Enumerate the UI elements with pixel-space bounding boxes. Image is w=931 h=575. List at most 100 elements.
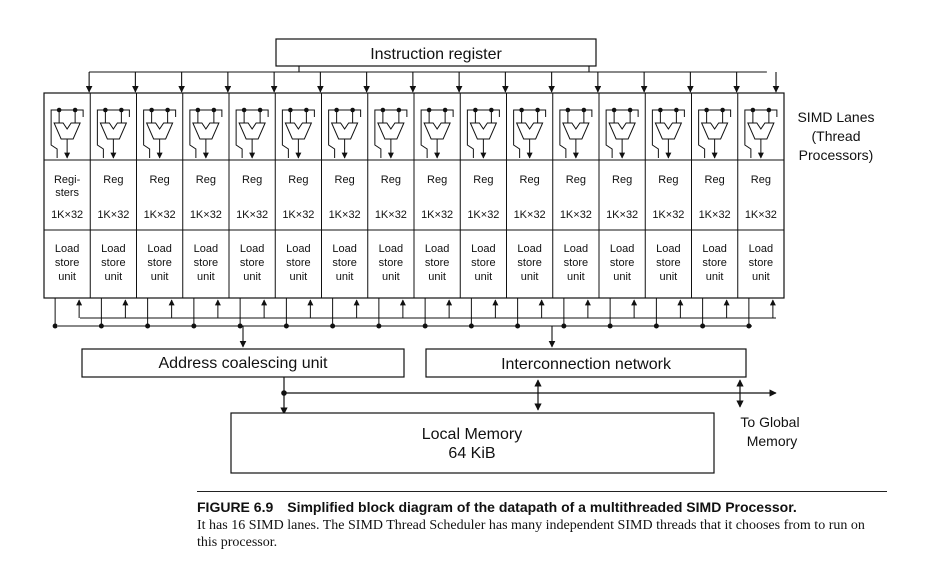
bus-junction-dot <box>376 323 382 329</box>
load-store-unit-label: Load <box>564 243 588 255</box>
load-store-unit-label: unit <box>336 271 354 283</box>
register-file-size: 1K×32 <box>329 209 361 221</box>
figure-title: Simplified block diagram of the datapath… <box>287 499 797 515</box>
load-store-unit-label: Load <box>656 243 680 255</box>
alu-feedback-path <box>466 109 500 117</box>
register-file-size: 1K×32 <box>236 209 268 221</box>
load-store-unit-label: Load <box>286 243 310 255</box>
alu-feedback-path <box>281 109 315 117</box>
alu-bypass-line <box>374 117 382 158</box>
register-file-label: Reg <box>473 174 493 186</box>
alu-bypass-line <box>143 117 151 158</box>
alu-icon <box>515 122 544 140</box>
register-file-size: 1K×32 <box>144 209 176 221</box>
alu-feedback-path <box>96 109 130 117</box>
figure-caption: FIGURE 6.9 Simplified block diagram of th… <box>197 491 887 551</box>
alu-feedback-path <box>698 109 732 117</box>
load-store-unit-label: store <box>55 257 79 269</box>
load-store-unit-label: store <box>240 257 264 269</box>
alu-icon <box>284 122 313 140</box>
address-coalescing-unit: Address coalescing unit <box>81 348 405 378</box>
load-store-unit-label: store <box>425 257 449 269</box>
simd-lanes-label: SIMD Lanes (Thread Processors) <box>797 109 874 163</box>
load-store-unit-label: store <box>101 257 125 269</box>
load-store-unit-label: store <box>471 257 495 269</box>
alu-icon <box>99 122 128 140</box>
register-file-label: Regi- <box>54 174 81 186</box>
alu-bypass-line <box>744 117 752 158</box>
alu-icon <box>608 122 636 140</box>
simd-lanes-label-line-3: Processors) <box>799 147 874 163</box>
load-store-unit-label: unit <box>660 271 678 283</box>
load-store-unit-label: store <box>749 257 773 269</box>
alu-icon <box>192 122 220 140</box>
load-store-unit-label: unit <box>752 271 770 283</box>
load-store-unit-label: store <box>147 257 171 269</box>
load-store-unit-label: Load <box>332 243 356 255</box>
figure-description: It has 16 SIMD lanes. The SIMD Thread Sc… <box>197 518 865 550</box>
alu-feedback-path <box>513 109 547 117</box>
simd-lanes-label-line-2: (Thread <box>811 128 860 144</box>
register-file-size: 1K×32 <box>97 209 129 221</box>
alu-icon <box>377 122 405 140</box>
bus-junction-dot <box>237 323 243 329</box>
load-store-unit-label: unit <box>290 271 308 283</box>
alu-bypass-line <box>698 117 706 158</box>
local-memory: Local Memory 64 KiB <box>230 412 715 474</box>
alu-bypass-line <box>281 117 289 158</box>
load-store-unit-label: Load <box>749 243 773 255</box>
address-coalescing-unit-label: Address coalescing unit <box>159 355 329 372</box>
to-global-memory-line-2: Memory <box>747 433 798 449</box>
alu-bypass-line <box>605 117 613 158</box>
register-file-size: 1K×32 <box>652 209 684 221</box>
load-store-unit-label: unit <box>475 271 493 283</box>
load-store-unit-label: Load <box>55 243 79 255</box>
register-file-label: Reg <box>705 174 725 186</box>
load-store-unit-label: unit <box>521 271 539 283</box>
figure-number: FIGURE 6.9 <box>197 499 274 515</box>
bus-junction-dot <box>700 323 706 329</box>
instruction-broadcast-bus <box>85 66 780 93</box>
register-file-label: Reg <box>150 174 170 186</box>
bus-junction-dot <box>145 323 151 329</box>
register-file-size: 1K×32 <box>606 209 638 221</box>
load-store-unit-label: unit <box>105 271 123 283</box>
alu-icon <box>53 122 81 140</box>
alu-bypass-line <box>420 117 428 158</box>
bus-junction-dot <box>653 323 659 329</box>
load-store-unit-label: Load <box>425 243 449 255</box>
load-store-unit-label: unit <box>428 271 446 283</box>
register-file-size: 1K×32 <box>514 209 546 221</box>
alu-bypass-line <box>235 117 243 158</box>
register-file-size: 1K×32 <box>282 209 314 221</box>
load-store-unit-label: Load <box>471 243 495 255</box>
local-memory-label: Local Memory <box>422 426 522 443</box>
load-store-unit-label: store <box>702 257 726 269</box>
alu-icon <box>330 122 359 140</box>
load-store-unit-label: unit <box>382 271 400 283</box>
alu-bypass-line <box>559 117 567 158</box>
alu-feedback-path <box>50 109 84 117</box>
register-file-label: Reg <box>427 174 447 186</box>
bus-junction-dot <box>561 323 567 329</box>
load-store-unit-label: Load <box>379 243 403 255</box>
register-file-size: 1K×32 <box>745 209 777 221</box>
bus-junction-dot <box>746 323 752 329</box>
register-file-label: Reg <box>103 174 123 186</box>
alu-icon <box>654 122 683 140</box>
bus-junction-dot <box>468 323 474 329</box>
local-memory-size: 64 KiB <box>448 445 495 462</box>
alu-bypass-line <box>96 117 104 158</box>
register-file-label: Reg <box>566 174 586 186</box>
load-store-unit-label: unit <box>243 271 261 283</box>
